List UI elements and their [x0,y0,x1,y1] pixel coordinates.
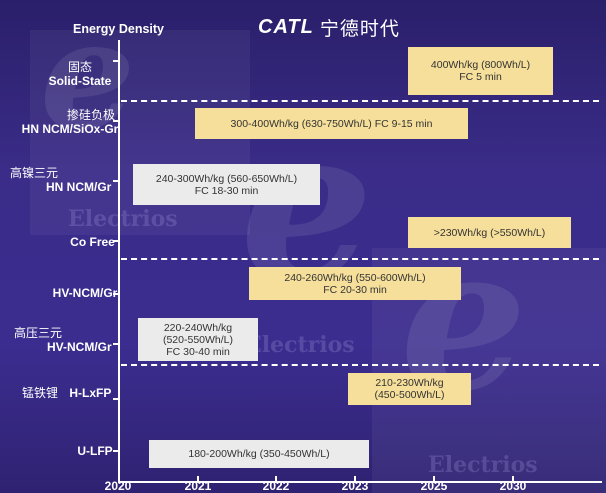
bar-hv-ncm: 240-260Wh/kg (550-600Wh/L) FC 20-30 min [249,267,461,300]
x-tick-label: 2021 [184,479,212,493]
bar-hn-ncm: 240-300Wh/kg (560-650Wh/L) FC 18-30 min [133,164,320,205]
row-label-en: HN NCM/SiOx-Gr [21,122,119,136]
x-tick [354,476,356,482]
row-label-en: Co Free [70,235,115,249]
y-tick [113,180,120,182]
bar-co-free: >230Wh/kg (>550Wh/L) [408,217,571,248]
row-label-zh: 高压三元 [14,326,63,340]
x-tick-label: 2023 [341,479,369,493]
y-tick [113,343,120,345]
y-tick [113,240,120,242]
bar-h-lxfp: 210-230Wh/kg (450-500Wh/L) [348,373,471,405]
y-axis-title: Energy Density [73,22,165,36]
x-tick [197,476,199,482]
y-tick [113,60,120,62]
x-tick-label: 2022 [262,479,290,493]
logo-text: CATL [258,16,314,38]
row-label-h-lxfp: 锰铁锂 H-LxFP [22,386,122,400]
watermark-text: Electrios [245,332,355,358]
row-label-zh: 掺硅负极 [66,108,115,122]
row-label-hv-ncm: HV-NCM/Gr [40,286,130,300]
row-label-en: HV-NCM/Gr [47,340,112,354]
y-tick [113,293,120,295]
y-axis [118,40,120,482]
y-tick [113,120,120,122]
y-tick [113,398,120,400]
bar-hn-ncm-siox: 300-400Wh/kg (630-750Wh/L) FC 9-15 min [195,108,468,139]
x-tick [433,476,435,482]
row-label-zh: 固态 [67,60,92,74]
watermark-text: Electrios [68,206,178,232]
bar-u-lfp: 180-200Wh/kg (350-450Wh/L) [149,440,369,468]
row-label-zh: 高镍三元 [10,166,59,180]
x-tick [275,476,277,482]
row-label-u-lfp: U-LFP [60,444,130,458]
row-label-en: H-LxFP [69,386,112,400]
row-label-hn-ncm: 高镍三元 HN NCM/Gr [10,166,120,194]
x-tick [512,476,514,482]
watermark-text: Electrios [428,452,538,478]
row-label-co-free: Co Free [55,235,130,249]
row-label-zh: 锰铁锂 [22,386,59,400]
row-label-en: Solid-State [48,74,112,88]
row-label-hn-ncm-siox: 掺硅负极 HN NCM/SiOx-Gr [0,108,140,136]
catl-logo: CATL 宁德时代 [258,14,400,41]
section-divider [121,100,599,102]
row-label-hv-ncm-gr: 高压三元 HV-NCM/Gr [14,326,124,354]
section-divider [121,258,599,260]
x-tick-label: 2030 [499,479,527,493]
x-tick-label: 2025 [420,479,448,493]
x-axis [118,481,602,483]
bar-hv-ncm-gr: 220-240Wh/kg (520-550Wh/L) FC 30-40 min [138,318,258,361]
x-tick-label: 2020 [104,479,132,493]
row-label-en: HV-NCM/Gr [52,286,118,300]
row-label-en: U-LFP [77,444,113,458]
row-label-solid-state: 固态 Solid-State [40,60,120,88]
y-tick [113,450,120,452]
bar-solid-state: 400Wh/kg (800Wh/L) FC 5 min [408,47,553,95]
row-label-en: HN NCM/Gr [46,180,112,194]
logo-chinese: 宁德时代 [319,19,400,40]
section-divider [121,364,599,366]
